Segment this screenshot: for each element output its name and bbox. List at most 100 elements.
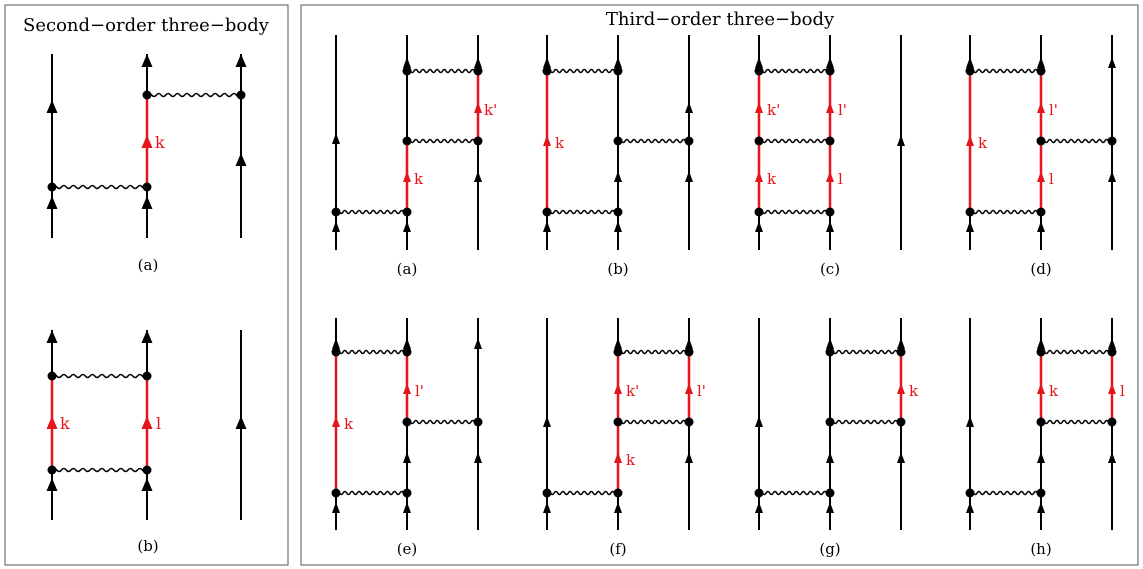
vertex [402, 488, 412, 498]
vertex [236, 90, 246, 100]
diagram-3e: k l' (e) [331, 318, 483, 558]
vertex [402, 66, 412, 76]
vertex [142, 90, 152, 100]
arrow-icon [332, 416, 340, 427]
vertex [825, 488, 835, 498]
arrow-icon [685, 452, 693, 463]
arrow-icon [46, 196, 58, 209]
vertex [402, 207, 412, 217]
diagram-3a: k k' (a) [331, 35, 497, 278]
arrow-icon [1108, 383, 1116, 394]
arrow-icon [897, 383, 905, 394]
vertex [1107, 417, 1117, 427]
interaction-wavy-line [335, 490, 408, 496]
arrow-icon [474, 102, 482, 113]
propagator-label: l' [697, 382, 706, 400]
propagator-label: l [1120, 382, 1125, 400]
fermion-line [46, 330, 58, 520]
arrow-icon [897, 135, 905, 146]
propagator-label: l' [1049, 101, 1058, 119]
arrow-icon [46, 330, 58, 343]
arrow-icon [235, 54, 247, 67]
arrow-icon [826, 57, 834, 68]
third-order-panel-frame [300, 4, 1139, 566]
arrow-icon [755, 102, 763, 113]
arrow-icon [141, 416, 153, 429]
vertex [825, 207, 835, 217]
second-order-panel-frame [4, 4, 289, 566]
fermion-line [46, 54, 58, 238]
diagram-3f: k k' l' (f) [542, 318, 706, 558]
diagram-caption: (a) [397, 260, 418, 278]
arrow-icon [826, 502, 834, 513]
vertex [1036, 136, 1046, 146]
arrow-icon [403, 452, 411, 463]
vertex [542, 488, 552, 498]
propagator-label: k [626, 451, 636, 469]
vertex [473, 417, 483, 427]
interaction-wavy-line [146, 92, 242, 98]
arrow-icon [755, 57, 763, 68]
vertex [684, 417, 694, 427]
interaction-wavy-line [546, 68, 619, 74]
interaction-wavy-line [1040, 138, 1113, 144]
arrow-icon [826, 338, 834, 349]
interaction-wavy-line [969, 209, 1042, 215]
propagator-label: l [156, 414, 161, 433]
arrow-icon [474, 452, 482, 463]
arrow-icon [685, 171, 693, 182]
arrow-icon [1108, 452, 1116, 463]
arrow-icon [403, 502, 411, 513]
propagator-label: k [909, 382, 919, 400]
diagram-caption: (b) [137, 537, 158, 555]
arrow-icon [1037, 57, 1045, 68]
interaction-wavy-line [758, 209, 831, 215]
vertex [754, 488, 764, 498]
diagram-caption: (c) [820, 260, 840, 278]
interaction-wavy-line [829, 349, 902, 355]
arrow-icon [614, 502, 622, 513]
vertex [1036, 488, 1046, 498]
arrow-icon [614, 171, 622, 182]
arrow-icon [966, 135, 974, 146]
interaction-wavy-line [546, 490, 619, 496]
vertex [613, 207, 623, 217]
propagator-label: k [767, 170, 777, 188]
arrow-icon [403, 383, 411, 394]
interaction-wavy-line [51, 373, 148, 379]
vertex [896, 417, 906, 427]
vertex [142, 371, 152, 381]
diagram-3b: k (b) [542, 35, 694, 278]
propagator-label: k' [626, 382, 639, 400]
interaction-wavy-line [969, 68, 1042, 74]
vertex [684, 136, 694, 146]
arrow-icon [332, 338, 340, 349]
propagator-label: l [838, 170, 843, 188]
arrow-icon [826, 221, 834, 232]
arrow-icon [403, 221, 411, 232]
vertex [1036, 417, 1046, 427]
arrow-icon [46, 100, 58, 113]
arrow-icon [1108, 338, 1116, 349]
arrow-icon [141, 478, 153, 491]
interaction-wavy-line [51, 184, 148, 190]
arrow-icon [966, 502, 974, 513]
arrow-icon [1037, 221, 1045, 232]
arrow-icon [755, 416, 763, 427]
arrow-icon [614, 338, 622, 349]
interaction-wavy-line [1040, 349, 1113, 355]
diagram-3g: k (g) [754, 318, 919, 558]
interaction-wavy-line [406, 419, 479, 425]
interaction-wavy-line [969, 490, 1042, 496]
propagator-label: l [1049, 170, 1054, 188]
vertex [965, 66, 975, 76]
interaction-wavy-line [617, 138, 690, 144]
arrow-icon [543, 502, 551, 513]
propagator-label: k [60, 414, 70, 433]
diagram-caption: (d) [1030, 260, 1051, 278]
interaction-wavy-line [758, 68, 831, 74]
arrow-icon [685, 338, 693, 349]
propagator-label: k [344, 415, 354, 433]
interaction-wavy-line [758, 490, 831, 496]
